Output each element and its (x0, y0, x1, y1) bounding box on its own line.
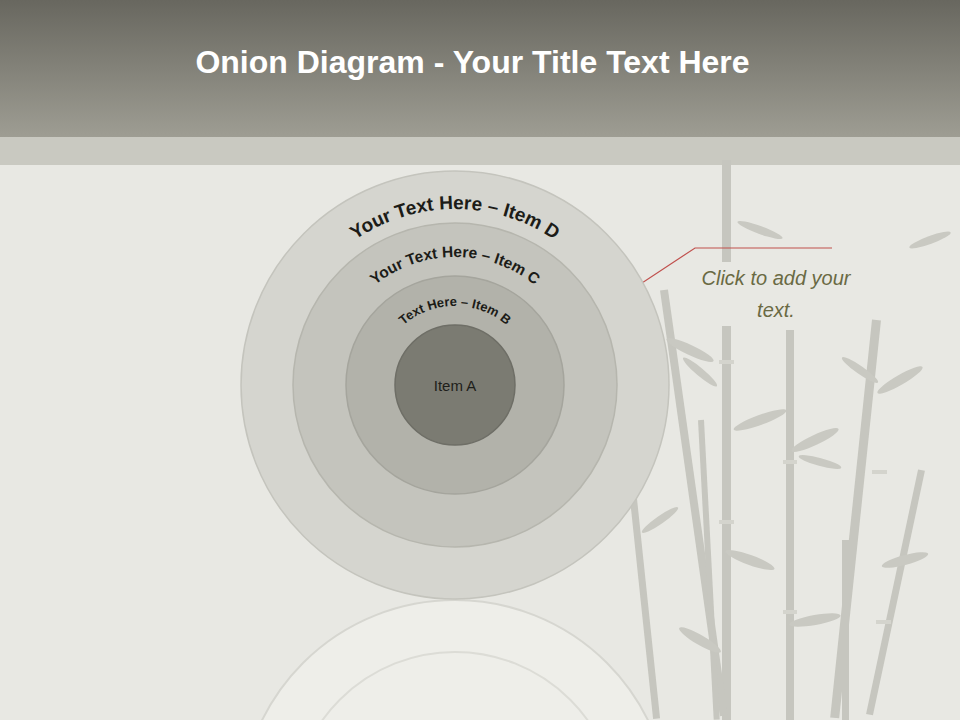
bamboo-joints (719, 360, 891, 624)
callout-text: Click to add your text. (696, 262, 856, 326)
onion-ring: Your Text Here – Item DYour Text Here – … (240, 170, 670, 600)
ring-label: Text Here – Item B (396, 294, 514, 328)
reflection (292, 652, 618, 720)
ring-circle (241, 171, 669, 599)
slide-title: Onion Diagram - Your Title Text Here (0, 44, 945, 81)
header-bar (0, 0, 960, 137)
bamboo-leaves (640, 218, 952, 656)
onion-ring: Item A (394, 324, 516, 446)
onion-ring: Your Text Here – Item CText Here – Item … (292, 222, 618, 548)
onion-ring: Text Here – Item B Item A (345, 275, 565, 495)
header-band (0, 137, 960, 165)
ring-label: Item A (434, 377, 477, 394)
reflection (240, 600, 670, 720)
ring-circle (395, 325, 515, 445)
ring-circle (346, 276, 564, 494)
ring-circle (293, 223, 617, 547)
bamboo (628, 160, 925, 720)
